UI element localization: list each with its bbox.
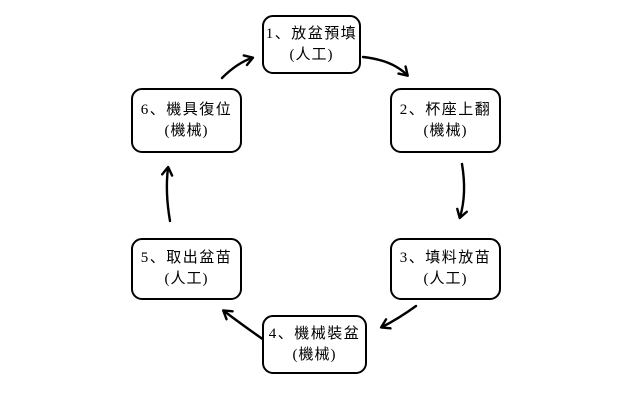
step-1-box: 1、放盆預填 (人工) — [262, 15, 361, 74]
step-3-actor: (人工) — [423, 271, 468, 287]
step-2-actor: (機械) — [423, 122, 468, 139]
step-1-actor: (人工) — [289, 46, 334, 63]
step-5-box: 5、取出盆苗 (人工) — [131, 238, 242, 300]
arrow-4-to-5 — [222, 309, 266, 342]
step-6-box: 6、機具復位 (機械) — [131, 88, 242, 153]
step-4-actor: (機械) — [292, 346, 337, 363]
arrow-5-to-6 — [160, 165, 174, 223]
step-2-label: 2、杯座上翻 — [399, 101, 492, 118]
step-1-label: 1、放盆預填 — [265, 25, 358, 42]
step-6-label: 6、機具復位 — [140, 101, 233, 118]
arrow-6-to-1 — [220, 54, 255, 80]
step-4-box: 4、機械裝盆 (機械) — [262, 315, 367, 374]
step-6-actor: (機械) — [164, 122, 209, 139]
step-3-box: 3、填料放苗 (人工) — [390, 238, 501, 300]
arrow-1-to-2 — [361, 55, 409, 77]
arrow-3-to-4 — [379, 304, 418, 330]
step-5-actor: (人工) — [164, 271, 209, 287]
step-4-label: 4、機械裝盆 — [268, 325, 361, 342]
arrow-2-to-3 — [456, 162, 469, 220]
step-3-label: 3、填料放苗 — [399, 250, 492, 266]
step-2-box: 2、杯座上翻 (機械) — [390, 88, 501, 153]
step-5-label: 5、取出盆苗 — [140, 250, 233, 266]
